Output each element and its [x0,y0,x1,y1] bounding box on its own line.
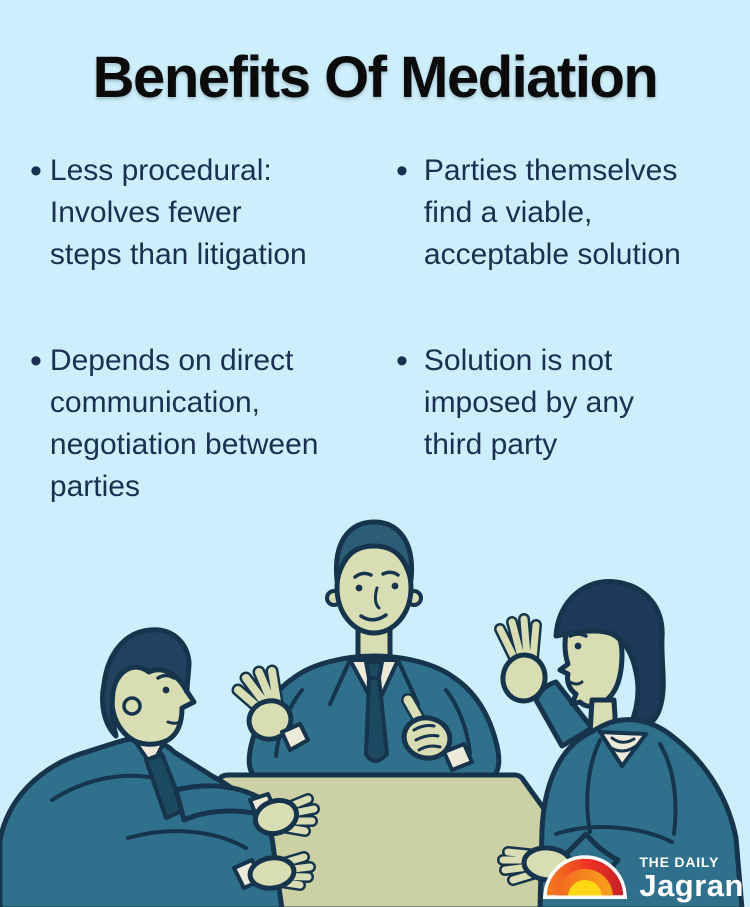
bullet-text: Depends on direct communication, negotia… [49,344,319,503]
bullet-text: Solution is not imposed by any third par… [423,344,635,461]
bullet-dot: • [30,152,42,190]
bullet-dot: • [396,152,408,190]
left-party-figure [0,627,320,907]
brand-tagline: THE DAILY [639,854,720,870]
bullet-item-parties-solution: • Parties themselves find a viable, acce… [396,150,736,276]
brand-logo: THE DAILY Jagran [540,849,744,901]
mediator-figure [231,519,502,780]
page-title: Benefits Of Mediation [92,45,659,110]
bullet-dot: • [396,342,408,380]
bullet-text: Less procedural: Involves fewer steps th… [49,154,307,271]
bullet-text: Parties themselves find a viable, accept… [423,154,681,271]
bullet-item-less-procedural: • Less procedural: Involves fewer steps … [30,150,380,276]
brand-name: Jagran [639,868,744,903]
mediation-illustration [0,519,745,907]
sun-icon [543,855,628,899]
bullet-item-direct-communication: • Depends on direct communication, negot… [30,340,390,508]
bullet-dot: • [30,342,42,380]
brand-wordmark: THE DAILY Jagran [639,855,744,901]
bullet-item-no-imposed-solution: • Solution is not imposed by any third p… [396,340,736,466]
